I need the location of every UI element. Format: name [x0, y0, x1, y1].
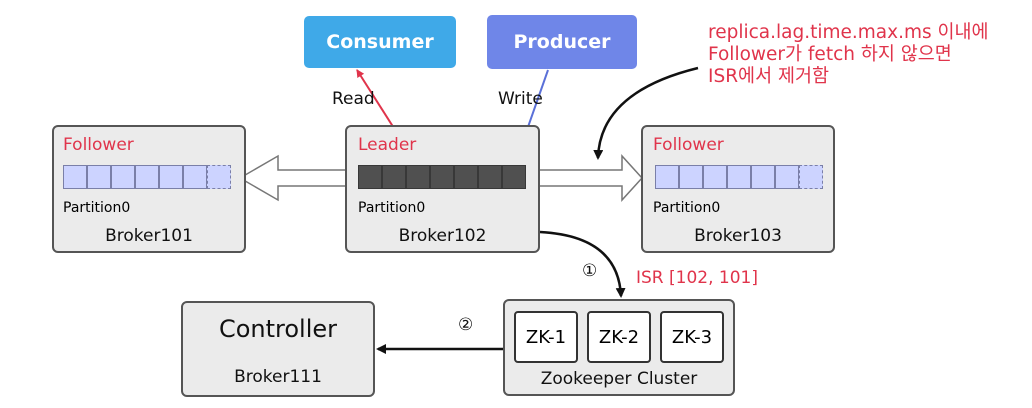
broker103-partition: Partition0: [653, 200, 721, 216]
controller-broker-name: Broker111: [234, 367, 322, 387]
log-cell-pending: [207, 165, 231, 189]
isr-label: ISR [102, 101]: [636, 268, 758, 288]
broker103-name: Broker103: [694, 226, 782, 246]
broker101-role: Follower: [63, 135, 134, 155]
consumer-label: Consumer: [326, 31, 434, 53]
log-cell-pending: [799, 165, 823, 189]
broker102-box: Leader Partition0 Broker102: [345, 125, 540, 253]
controller-box: Controller Broker111: [181, 301, 375, 397]
zk-node-3: ZK-3: [660, 311, 724, 363]
log-cell: [430, 165, 454, 189]
log-cell: [159, 165, 183, 189]
log-cell: [87, 165, 111, 189]
log-cell: [183, 165, 207, 189]
broker101-box: Follower Partition0 Broker101: [52, 125, 246, 253]
replication-arrow-right: [538, 154, 644, 202]
isr-update-arrow: [539, 230, 626, 298]
broker101-partition-log: [63, 165, 231, 189]
lag-annotation: replica.lag.time.max.ms 이내에 Follower가 fe…: [708, 22, 989, 88]
log-cell: [478, 165, 502, 189]
log-cell: [63, 165, 87, 189]
producer-label: Producer: [513, 31, 611, 53]
zk-node-1-label: ZK-1: [525, 326, 567, 348]
log-cell: [727, 165, 751, 189]
log-cell: [679, 165, 703, 189]
zookeeper-cluster-box: ZK-1 ZK-2 ZK-3 Zookeeper Cluster: [503, 299, 735, 396]
annotation-line-2: Follower가 fetch 하지 않으면: [708, 44, 952, 65]
broker102-role: Leader: [358, 135, 417, 155]
log-cell: [703, 165, 727, 189]
broker102-partition-log: [358, 165, 526, 189]
log-cell: [751, 165, 775, 189]
log-cell: [135, 165, 159, 189]
annotation-line-1: replica.lag.time.max.ms 이내에: [708, 22, 989, 43]
replication-arrow-left: [238, 154, 347, 202]
log-cell: [655, 165, 679, 189]
log-cell: [406, 165, 430, 189]
broker103-role: Follower: [653, 135, 724, 155]
log-cell: [382, 165, 406, 189]
controller-title: Controller: [218, 315, 338, 343]
log-cell: [502, 165, 526, 189]
zk-node-2-label: ZK-2: [598, 326, 640, 348]
step-two-marker: ②: [458, 315, 474, 335]
zk-node-3-label: ZK-3: [671, 326, 713, 348]
broker101-partition: Partition0: [63, 200, 131, 216]
broker103-partition-log: [655, 165, 823, 189]
read-label: Read: [332, 89, 375, 109]
log-cell: [775, 165, 799, 189]
annotation-line-3: ISR에서 제거함: [708, 66, 830, 87]
broker102-partition: Partition0: [358, 200, 426, 216]
log-cell: [111, 165, 135, 189]
zookeeper-cluster-label: Zookeeper Cluster: [540, 369, 698, 389]
zk-node-2: ZK-2: [587, 311, 651, 363]
broker101-name: Broker101: [105, 226, 193, 246]
step-one-marker: ①: [582, 261, 598, 281]
producer-node: Producer: [487, 15, 637, 69]
log-cell: [454, 165, 478, 189]
broker103-box: Follower Partition0 Broker103: [641, 125, 835, 253]
consumer-node: Consumer: [304, 16, 456, 68]
broker102-name: Broker102: [398, 226, 487, 246]
log-cell: [358, 165, 382, 189]
write-label: Write: [498, 89, 543, 109]
zk-node-1: ZK-1: [514, 311, 578, 363]
annotation-arrow: [593, 66, 699, 160]
